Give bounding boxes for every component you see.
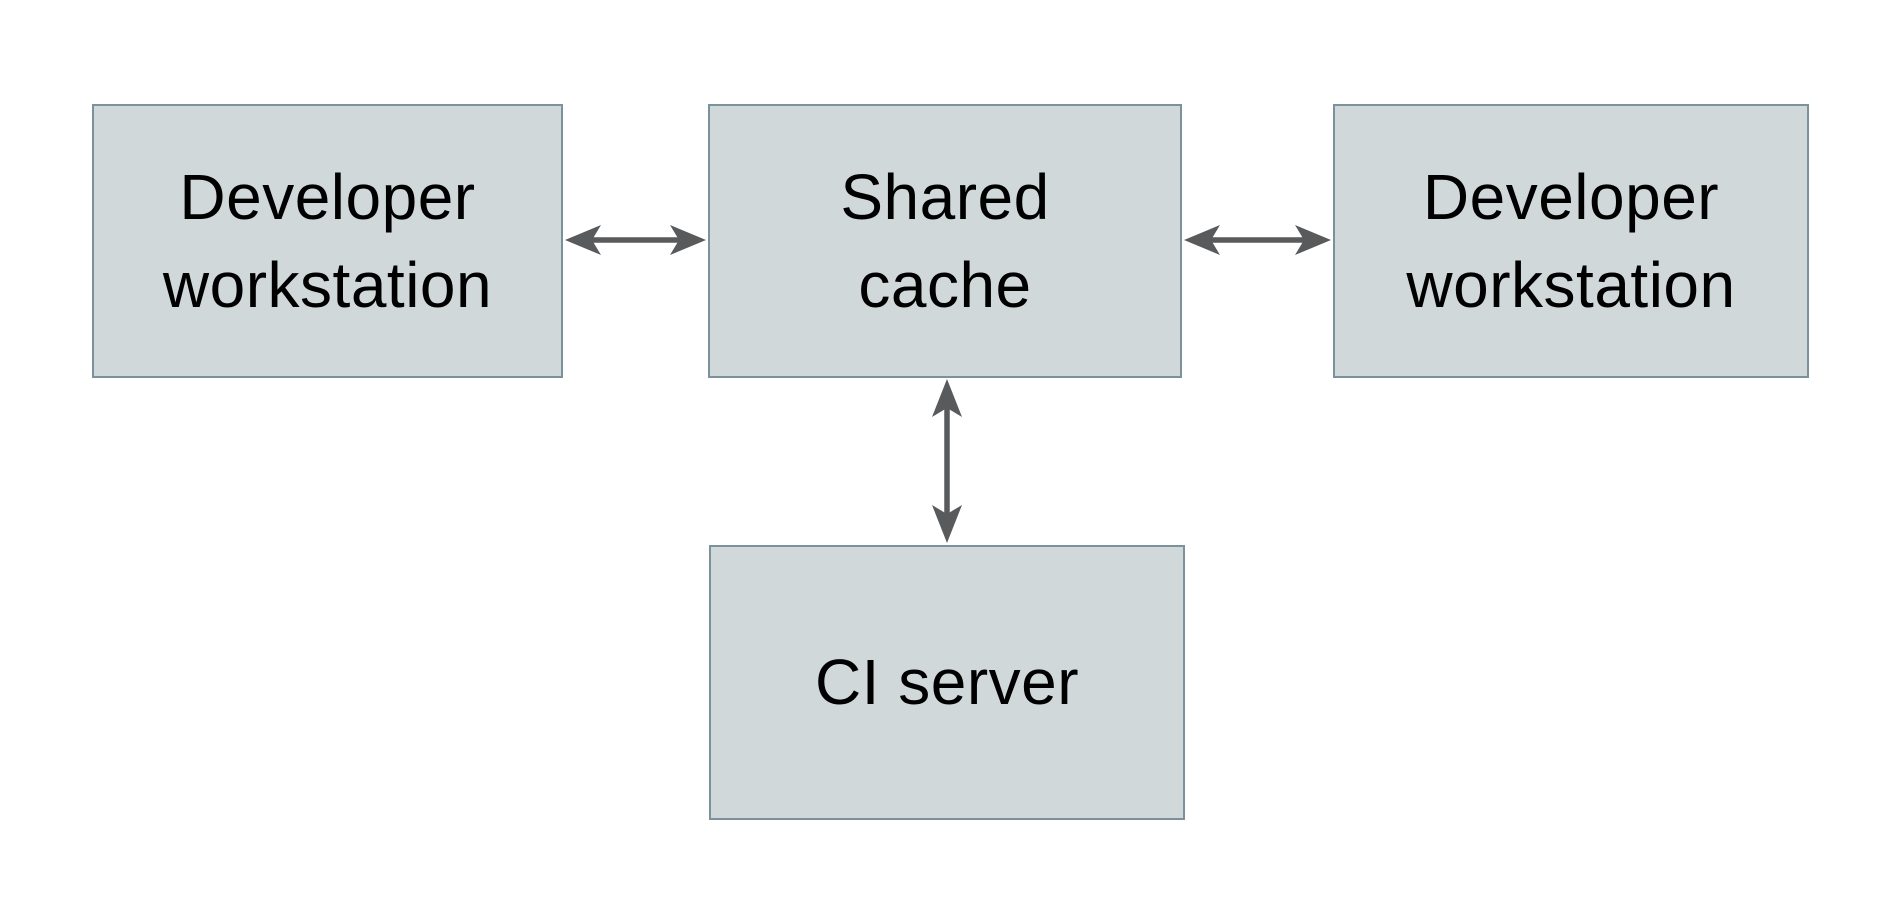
arrowhead-up (932, 379, 962, 417)
arrowhead-left (565, 225, 601, 255)
node-developer-workstation-left: Developer workstation (92, 104, 563, 378)
node-developer-workstation-right: Developer workstation (1333, 104, 1809, 378)
arrowhead-right (1295, 225, 1331, 255)
arrowhead-left (1184, 225, 1220, 255)
arrow-cache-to-ci-server (932, 379, 962, 543)
arrowhead-right (670, 225, 706, 255)
arrowhead-down (932, 505, 962, 543)
node-shared-cache: Shared cache (708, 104, 1182, 378)
node-ci-server: CI server (709, 545, 1185, 820)
arrow-cache-to-right-workstation (1184, 225, 1331, 255)
arrow-left-workstation-to-cache (565, 225, 706, 255)
